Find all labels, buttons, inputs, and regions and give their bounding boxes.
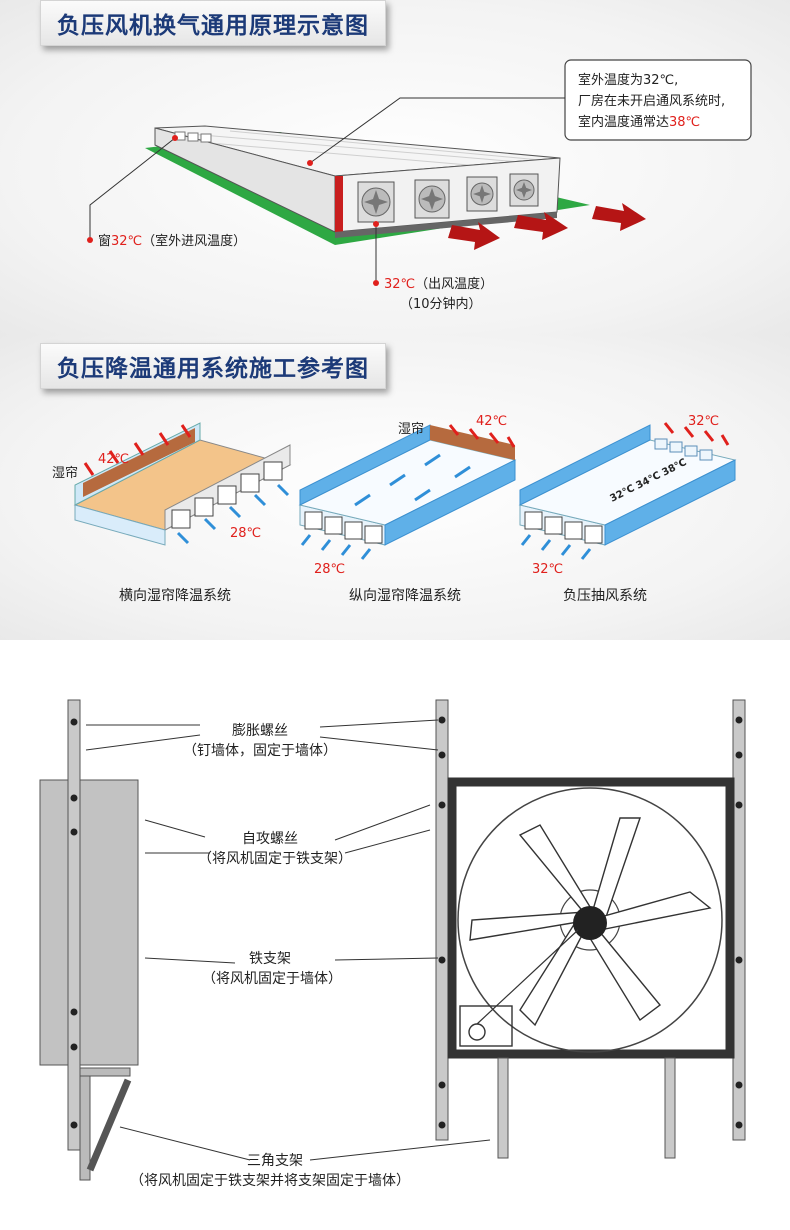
sys3-caption: 负压抽风系统 xyxy=(563,588,647,604)
triangle-bracket-leg xyxy=(79,1075,91,1181)
hot-air-arrows xyxy=(663,422,730,446)
sys1-in-temp: 42℃ xyxy=(98,452,129,467)
sys3-in-temp: 32℃ xyxy=(688,414,719,429)
side-view xyxy=(39,699,139,1181)
sys3-out-temp: 32℃ xyxy=(532,562,563,577)
window-temp-label: 窗32℃（室外进风温度） xyxy=(98,233,246,249)
fan-leg-right xyxy=(664,1057,676,1159)
note-triangle-bracket: （将风机固定于铁支架并将支架固定于墙体） xyxy=(130,1173,410,1189)
callout-line2: 厂房在未开启通风系统时, xyxy=(578,93,725,109)
sys2-caption: 纵向湿帘降温系统 xyxy=(349,588,461,604)
roof-point-marker xyxy=(307,160,313,166)
label-iron-bracket: 铁支架 xyxy=(249,951,291,967)
middle-post-bolts xyxy=(438,716,446,1129)
note-self-tapping-screw: （将风机固定于铁支架） xyxy=(198,851,352,867)
right-wall xyxy=(604,459,736,546)
cool-air-arrows xyxy=(520,534,592,560)
end-wall-fans xyxy=(357,173,539,223)
sys1-curtain-label: 湿帘 xyxy=(52,465,78,481)
fan-front-view xyxy=(447,777,735,1159)
outlet-temp: 32℃ xyxy=(384,277,415,292)
ventilation-principle-diagram: 室外温度为32℃, 厂房在未开启通风系统时, 室内温度通常达38℃ 窗32℃（室… xyxy=(87,59,752,312)
system-negative-pressure: 32℃ 34℃ 38℃ 32℃ 32℃ 负压抽风系统 xyxy=(518,414,737,604)
window-leader-line xyxy=(89,137,176,238)
outlet-label-dot xyxy=(373,280,379,286)
airflow-arrows xyxy=(354,453,471,507)
exhaust-fan-icon xyxy=(509,173,539,207)
section1-title: 负压风机换气通用原理示意图 xyxy=(40,0,386,46)
motor-box xyxy=(459,1005,513,1047)
section2-title: 负压降温通用系统施工参考图 xyxy=(40,343,386,389)
fan-hub xyxy=(573,906,607,940)
sys2-out-temp: 28℃ xyxy=(314,562,345,577)
outlet-temp-label: 32℃（出风温度） xyxy=(384,276,493,292)
foundation xyxy=(335,212,557,238)
fan-body-side xyxy=(39,779,139,1066)
window-label-dot xyxy=(87,237,93,243)
intake-windows xyxy=(654,438,713,461)
side-windows xyxy=(174,131,212,143)
outlet-suffix: （出风温度） xyxy=(415,276,493,292)
middle-bracket-post xyxy=(435,699,449,1141)
fan-blades xyxy=(469,817,712,1027)
right-post-bolts xyxy=(735,716,743,1129)
iron-bracket-post xyxy=(67,699,81,1151)
right-wall xyxy=(384,459,516,546)
system-longitudinal-curtain: 湿帘 42℃ 28℃ 纵向湿帘降温系统 xyxy=(298,414,517,604)
red-stripe xyxy=(335,176,343,232)
window-temp: 32℃ xyxy=(111,234,142,249)
callout-leader-line xyxy=(309,97,565,164)
label-triangle-bracket: 三角支架 xyxy=(247,1153,303,1169)
label-expansion-bolt: 膨胀螺丝 xyxy=(232,722,288,739)
callout-line3: 室内温度通常达38℃ xyxy=(578,114,700,130)
window-prefix: 窗 xyxy=(98,233,111,249)
roof-panels xyxy=(174,130,541,167)
window-suffix: （室外进风温度） xyxy=(142,233,246,249)
bracket-bolts xyxy=(70,718,78,1129)
cool-air-arrows xyxy=(300,534,372,560)
fan-point-marker xyxy=(373,221,379,227)
label-self-tapping-screw: 自攻螺丝 xyxy=(242,831,298,847)
fan-row xyxy=(524,511,603,544)
note-expansion-bolt: （钉墙体，固定于墙体） xyxy=(183,743,337,759)
callout-line3-prefix: 室内温度通常达 xyxy=(578,114,669,130)
sys1-out-temp: 28℃ xyxy=(230,526,261,541)
hot-air-outflow-arrows xyxy=(448,203,646,250)
sys1-caption: 横向湿帘降温系统 xyxy=(119,588,231,604)
exhaust-fan-icon xyxy=(466,176,498,212)
exhaust-fan-icon xyxy=(357,181,395,223)
callout-indoor-temp: 38℃ xyxy=(669,115,700,130)
system-horizontal-curtain: 42℃ 湿帘 28℃ 横向湿帘降温系统 xyxy=(52,422,292,604)
right-bracket-post xyxy=(732,699,746,1141)
fan-row xyxy=(171,461,283,529)
callout-box xyxy=(564,59,752,141)
sys2-in-temp: 42℃ xyxy=(476,414,507,429)
left-wall xyxy=(519,424,651,506)
note-iron-bracket: （将风机固定于墙体） xyxy=(202,971,342,987)
outlet-time-note: （10分钟内） xyxy=(400,296,482,312)
installation-diagram: 膨胀螺丝 （钉墙体，固定于墙体） 自攻螺丝 （将风机固定于铁支架） 铁支架 （将… xyxy=(39,699,746,1189)
window-point-marker xyxy=(172,135,178,141)
fan-leg-left xyxy=(497,1057,509,1159)
fan-row xyxy=(304,511,383,544)
hot-air-arrows xyxy=(448,424,516,448)
leader-lines xyxy=(85,719,491,1161)
triangle-bracket-brace xyxy=(86,1078,132,1172)
drive-belt xyxy=(476,929,579,1025)
exhaust-fan-icon xyxy=(414,179,450,219)
triangle-bracket-top xyxy=(79,1067,131,1077)
sys2-curtain-label: 湿帘 xyxy=(398,421,424,437)
cooling-systems-diagram: 42℃ 湿帘 28℃ 横向湿帘降温系统 xyxy=(52,414,737,604)
cool-air-arrows xyxy=(176,483,290,545)
hot-air-arrows xyxy=(83,424,192,476)
wet-curtain xyxy=(430,425,515,460)
callout-line1: 室外温度为32℃, xyxy=(578,72,678,88)
fan-guard-ring xyxy=(457,787,723,1053)
end-wall xyxy=(74,504,166,546)
